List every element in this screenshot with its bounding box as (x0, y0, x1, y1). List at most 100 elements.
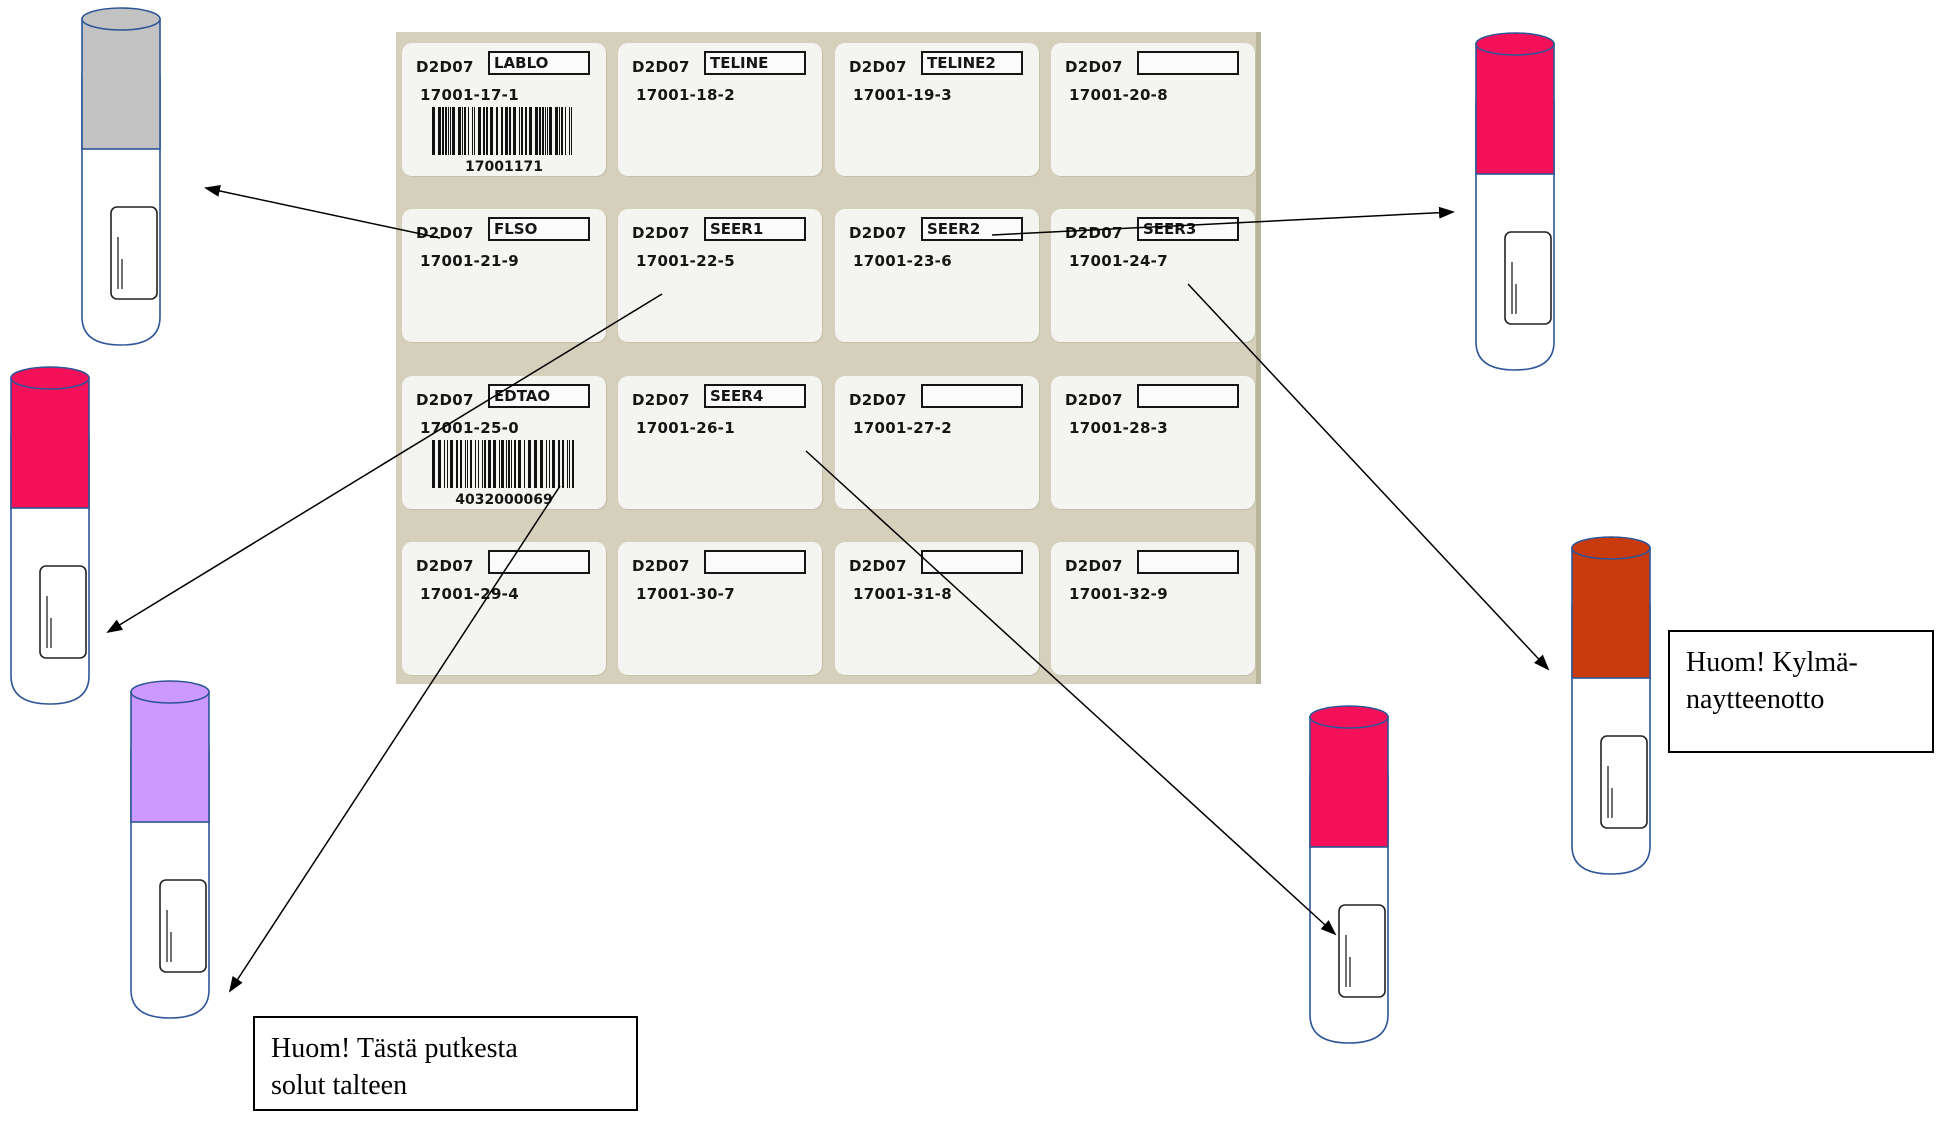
barcode-bar (467, 440, 468, 488)
label-seer3: D2D07 SEER3 17001-24-7 (1051, 209, 1255, 342)
barcode-bar (545, 107, 546, 155)
label-box-text: TELINE (704, 51, 806, 75)
tube-gray-top (81, 7, 161, 347)
barcode-bar (486, 107, 488, 155)
label-id: 17001-27-2 (853, 419, 952, 437)
barcode-bar (506, 440, 507, 488)
barcode-bar (546, 440, 547, 488)
label-blank: D2D07 17001-32-9 (1051, 542, 1255, 675)
barcode-bar (448, 107, 449, 155)
barcode-bar (482, 440, 483, 488)
label-code: D2D07 (416, 58, 474, 76)
label-flso: D2D07 FLSO 17001-21-9 (402, 209, 606, 342)
barcode-bar (460, 440, 462, 488)
label-box-text (1137, 51, 1239, 75)
tube-cap (1571, 547, 1651, 679)
label-sheet: D2D07 LABLO 17001-17-1 17001171 D2D07 TE… (396, 32, 1261, 684)
label-box-text: FLSO (488, 217, 590, 241)
label-box-text (921, 384, 1023, 408)
barcode-bar (501, 107, 503, 155)
label-teline: D2D07 TELINE 17001-18-2 (618, 43, 822, 176)
barcode-bar (521, 107, 523, 155)
barcode-bar (468, 107, 469, 155)
tube-cap-top (10, 366, 90, 390)
label-id: 17001-18-2 (636, 86, 735, 104)
barcode-bar (561, 107, 563, 155)
label-id: 17001-17-1 (420, 86, 519, 104)
label-code: D2D07 (1065, 557, 1123, 575)
label-id: 17001-22-5 (636, 252, 735, 270)
tube-pink-top-right (1475, 32, 1555, 372)
barcode-bar (562, 440, 564, 488)
tube-cap (130, 691, 210, 823)
barcode-bar (540, 440, 543, 488)
label-box-text: SEER1 (704, 217, 806, 241)
barcode-bar (505, 107, 508, 155)
barcode-bar (518, 440, 521, 488)
barcode-bar (438, 107, 441, 155)
barcode-bar (569, 107, 570, 155)
label-blank: D2D07 17001-30-7 (618, 542, 822, 675)
note-cold-line2: naytteenotto (1686, 684, 1825, 715)
label-blank: D2D07 17001-29-4 (402, 542, 606, 675)
barcode-bar (501, 440, 504, 488)
label-code: D2D07 (849, 224, 907, 242)
barcode-bar (450, 440, 453, 488)
label-box-text: SEER4 (704, 384, 806, 408)
barcode-bar (470, 440, 472, 488)
barcode-bar (549, 440, 550, 488)
barcode-bar (484, 440, 486, 488)
barcode-number: 17001171 (465, 159, 543, 175)
label-id: 17001-21-9 (420, 252, 519, 270)
label-blank: D2D07 17001-27-2 (835, 376, 1039, 509)
note-cells-line2: solut talteen (271, 1070, 408, 1101)
barcode-bar (452, 107, 455, 155)
barcode-bar (465, 440, 466, 488)
barcode-bar (458, 107, 461, 155)
tube-cap-top (1309, 705, 1389, 729)
barcode-bar (529, 107, 532, 155)
label-lablo: D2D07 LABLO 17001-17-1 17001171 (402, 43, 606, 176)
label-blank: D2D07 17001-28-3 (1051, 376, 1255, 509)
tube-cap (1475, 43, 1555, 175)
note-cells-line1: Huom! Tästä putkesta (271, 1033, 518, 1064)
label-box-text: EDTAO (488, 384, 590, 408)
barcode-bar (542, 107, 544, 155)
barcode-bar (483, 107, 485, 155)
label-box-text (921, 550, 1023, 574)
label-id: 17001-28-3 (1069, 419, 1168, 437)
label-id: 17001-20-8 (1069, 86, 1168, 104)
barcode-bar (552, 440, 555, 488)
barcode-bar (464, 107, 466, 155)
label-box-text: TELINE2 (921, 51, 1023, 75)
tube-cap (1309, 716, 1389, 848)
barcode-bar (478, 107, 481, 155)
barcode-bar (534, 440, 537, 488)
label-seer4: D2D07 SEER4 17001-26-1 (618, 376, 822, 509)
tube-cap (10, 377, 90, 509)
barcode-bar (478, 440, 479, 488)
label-id: 17001-32-9 (1069, 585, 1168, 603)
tube-cap-top (1475, 32, 1555, 56)
note-cold-sampling: Huom! Kylmä- naytteenotto (1668, 630, 1934, 753)
barcode-bar (572, 440, 574, 488)
barcode-bar (432, 107, 435, 155)
barcode-bar (539, 107, 541, 155)
barcode-bar (493, 440, 496, 488)
tube-cap-top (81, 7, 161, 31)
barcode-number: 4032000069 (455, 492, 553, 508)
barcode-bar (569, 440, 570, 488)
barcode-bar (444, 440, 445, 488)
barcode-bar (559, 107, 560, 155)
barcode-bar (450, 107, 451, 155)
barcode-bar (535, 107, 538, 155)
tube-red-brown-top (1571, 536, 1651, 876)
barcode-bar (475, 440, 476, 488)
barcode-bar (438, 440, 441, 488)
barcode-bar (549, 107, 552, 155)
barcode-bar (509, 107, 511, 155)
barcode-bar (558, 440, 560, 488)
label-teline2: D2D07 TELINE2 17001-19-3 (835, 43, 1039, 176)
label-box-text: LABLO (488, 51, 590, 75)
